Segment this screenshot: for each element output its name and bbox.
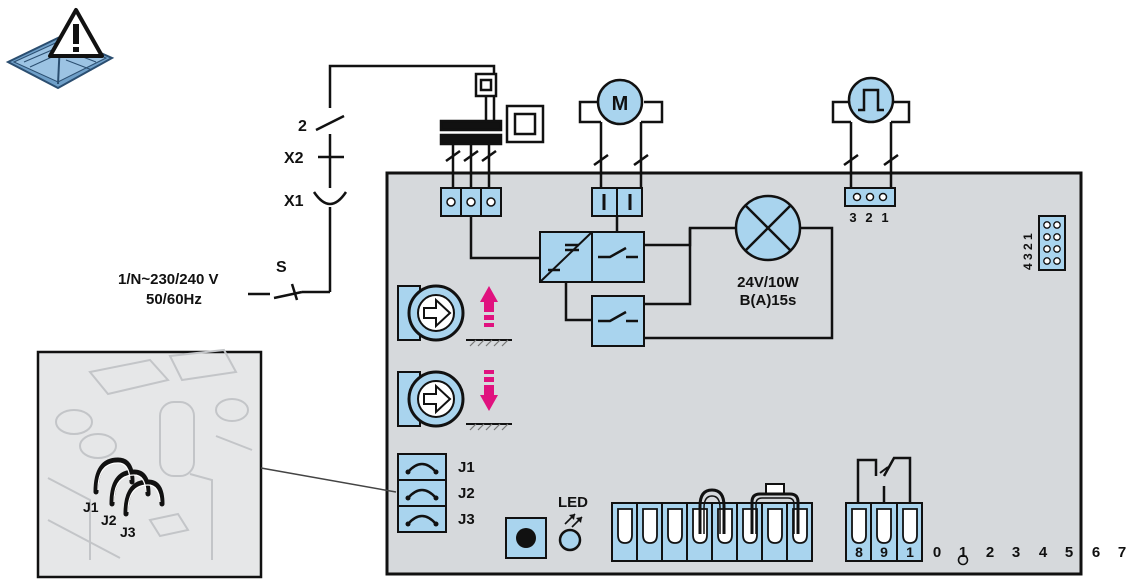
dip-switch-label: 4 3 2 1 — [1021, 233, 1035, 270]
terminal-number-0: 0 — [933, 544, 941, 561]
relay-pin-1: 1 — [906, 544, 914, 560]
limit-switch-close-icon — [397, 370, 512, 431]
motor-icon — [578, 78, 664, 188]
power-supply-module — [539, 231, 593, 283]
main-terminal-strip — [611, 483, 813, 562]
jumper-j2-label: J2 — [458, 485, 475, 502]
led-label: LED — [558, 494, 588, 511]
relay-pin-9: 9 — [880, 544, 888, 560]
jumper-inset — [36, 348, 397, 579]
inset-j2-label: J2 — [101, 512, 117, 528]
encoder-pin-2: 2 — [865, 210, 872, 225]
motor-label: M — [612, 93, 629, 115]
lamp-relay — [591, 295, 645, 347]
contact-x1-label: X1 — [284, 193, 304, 210]
inset-j1-label: J1 — [83, 499, 99, 515]
jumper-j3-label: J3 — [458, 511, 475, 528]
transformer-terminal — [440, 187, 502, 217]
contact-2-label: 2 — [298, 118, 307, 135]
manual-warning-icon — [5, 8, 115, 90]
limit-switch-open-icon — [397, 284, 512, 347]
encoder-pin-1: 1 — [881, 210, 888, 225]
switch-s-label: S — [276, 259, 287, 276]
relay-pin-8: 8 — [855, 544, 863, 560]
terminal-number-3: 3 — [1012, 544, 1020, 561]
contact-x2-label: X2 — [284, 150, 304, 167]
mains-voltage-label: 1/N~230/240 V — [118, 271, 219, 288]
encoder-pin-3: 3 — [849, 210, 856, 225]
inset-j3-label: J3 — [120, 524, 136, 540]
motor-relay — [591, 231, 645, 283]
terminal-number-7: 7 — [1118, 544, 1126, 561]
transformer — [439, 72, 545, 188]
terminal-numbers: 0 1 2 3 4 5 6 7 — [933, 544, 1126, 566]
pulse-encoder-icon — [831, 76, 911, 188]
lamp-rating-label: 24V/10W — [737, 274, 800, 291]
led-icon — [558, 513, 583, 552]
dip-switch — [1038, 215, 1066, 271]
mains-frequency-label: 50/60Hz — [146, 291, 202, 308]
lamp-type-label: B(A)15s — [740, 292, 797, 309]
terminal-number-4: 4 — [1039, 544, 1048, 561]
pushbutton-icon — [505, 517, 547, 559]
board-wiring — [469, 216, 834, 340]
lamp-icon — [734, 194, 802, 262]
relay-output-terminal — [845, 456, 923, 562]
terminal-number-6: 6 — [1092, 544, 1100, 561]
jumper-j1-label: J1 — [458, 459, 475, 476]
jumper-block — [397, 453, 447, 533]
terminal-number-2: 2 — [986, 544, 994, 561]
terminal-number-1: 1 — [959, 544, 967, 561]
encoder-connector — [844, 187, 896, 207]
terminal-number-5: 5 — [1065, 544, 1073, 561]
motor-terminal — [591, 187, 643, 217]
